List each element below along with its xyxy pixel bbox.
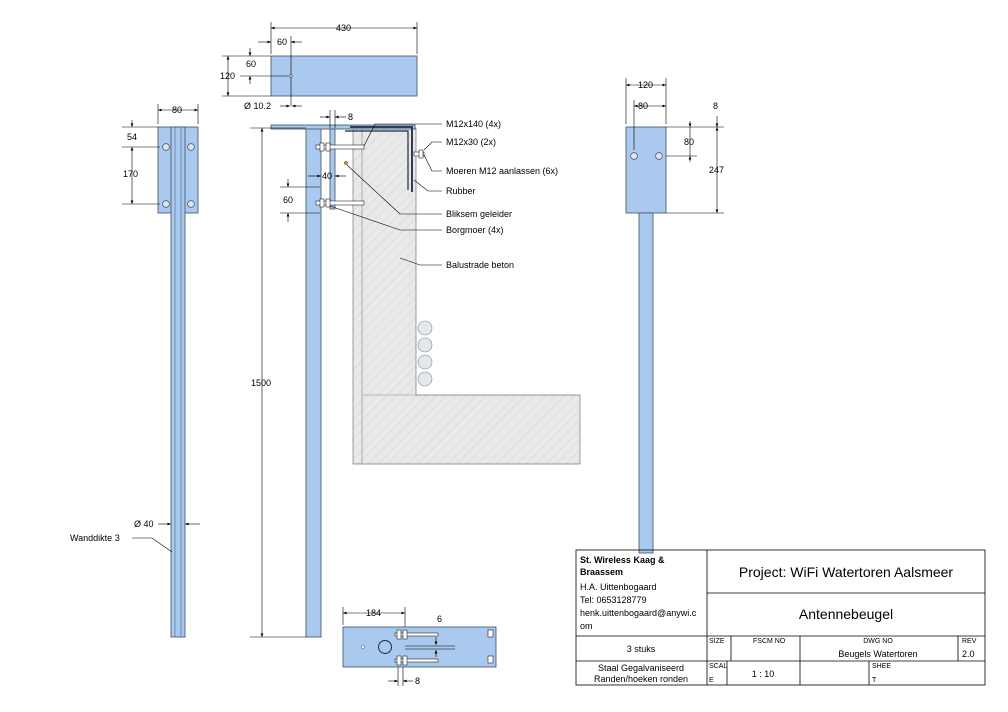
right-view: 120 80 8 247 80 [625, 78, 724, 554]
contact-email-line1: henk.uittenbogaard@anywi.c [580, 608, 697, 618]
bolt-hole [630, 152, 638, 160]
contact-email-line2: om [580, 621, 593, 631]
bolt-hole [187, 143, 195, 151]
dwg-value: Beugels Watertoren [838, 649, 917, 659]
section-clamp-plate [329, 128, 336, 210]
side-plate [625, 126, 667, 214]
dim-edge-y: 60 [246, 59, 256, 69]
dim-section-height: 1500 [251, 378, 271, 388]
bolt [315, 200, 365, 206]
scale-label-2: E [709, 677, 714, 684]
sheet-label-1: SHEE [872, 663, 891, 670]
dim-edge-x: 60 [277, 37, 287, 47]
bottom-view: 184 6 8 [342, 607, 497, 686]
section-top-plate [270, 124, 416, 130]
dim-hole-spacing: 170 [123, 169, 138, 179]
dim-bottom-offset: 8 [415, 676, 420, 686]
bolt-hole [162, 143, 170, 151]
material-line2: Randen/hoeken ronden [594, 674, 688, 684]
scale-label-1: SCAL [709, 663, 727, 670]
fscm-label: FSCM NO [753, 638, 786, 645]
dim-bottom-length: 184 [366, 608, 381, 618]
top-plate [270, 55, 418, 97]
project-title: Project: WiFi Watertoren Aalsmeer [739, 564, 954, 580]
mast-tube [170, 126, 186, 638]
wall-thickness-label: Wanddikte 3 [70, 533, 120, 543]
bolt [315, 144, 365, 150]
company-line2: Braassem [580, 567, 623, 577]
quantity: 3 stuks [627, 644, 656, 654]
size-label: SIZE [709, 638, 725, 645]
side-tube [638, 212, 654, 554]
dim-side-top: 8 [713, 101, 718, 111]
dim-side-width: 80 [638, 101, 648, 111]
top-view: 430 60 60 120 Ø 10.2 [220, 22, 418, 111]
dim-tube-diameter: Ø 40 [134, 519, 154, 529]
contact-person: H.A. Uittenbogaard [580, 582, 657, 592]
dim-side-width-top: 120 [638, 80, 653, 90]
label-m12x30: M12x30 (2x) [446, 137, 496, 147]
balustrade [352, 127, 581, 465]
lightning-conductor-point [344, 160, 349, 165]
section-view: 1500 8 40 60 M12x140 (4x) M12x30 (2x) Mo… [250, 110, 581, 638]
bolt-hole [655, 152, 663, 160]
material-line1: Staal Gegalvaniseerd [598, 663, 684, 673]
title-block: St. Wireless Kaag & Braassem H.A. Uitten… [575, 549, 986, 686]
contact-phone: Tel: 0653128779 [580, 595, 647, 605]
rev-value: 2.0 [962, 649, 975, 659]
bolt-hole [162, 200, 170, 208]
label-m12x140: M12x140 (4x) [446, 119, 501, 129]
dim-top-offset: 54 [127, 132, 137, 142]
dim-side-height: 247 [709, 165, 724, 175]
dim-width: 80 [172, 105, 182, 115]
tube-section [378, 640, 392, 654]
label-bliksem: Bliksem geleider [446, 209, 512, 219]
left-view: 80 54 170 Ø 40 Wanddikte 3 [70, 104, 200, 638]
dim-hole-diameter: Ø 10.2 [244, 101, 271, 111]
dwg-label: DWG NO [863, 638, 893, 645]
sheet-label-2: T [872, 677, 877, 684]
bolt-hole [187, 200, 195, 208]
label-borgmoer: Borgmoer (4x) [446, 225, 504, 235]
dim-height: 120 [220, 71, 235, 81]
scale-value: 1 : 10 [752, 669, 775, 679]
label-balustrade: Balustrade beton [446, 260, 514, 270]
dim-side-spacing: 80 [684, 137, 694, 147]
label-moeren: Moeren M12 aanlassen (6x) [446, 166, 558, 176]
dim-section-offset: 8 [348, 112, 353, 122]
part-name: Antennebeugel [799, 606, 893, 622]
dim-length: 430 [336, 23, 351, 33]
rev-label: REV [962, 638, 977, 645]
dim-bottom-thickness: 6 [437, 614, 442, 624]
dim-section-gap: 40 [322, 171, 332, 181]
label-rubber: Rubber [446, 186, 476, 196]
company-line1: St. Wireless Kaag & [580, 555, 665, 565]
dim-section-spacing: 60 [283, 195, 293, 205]
